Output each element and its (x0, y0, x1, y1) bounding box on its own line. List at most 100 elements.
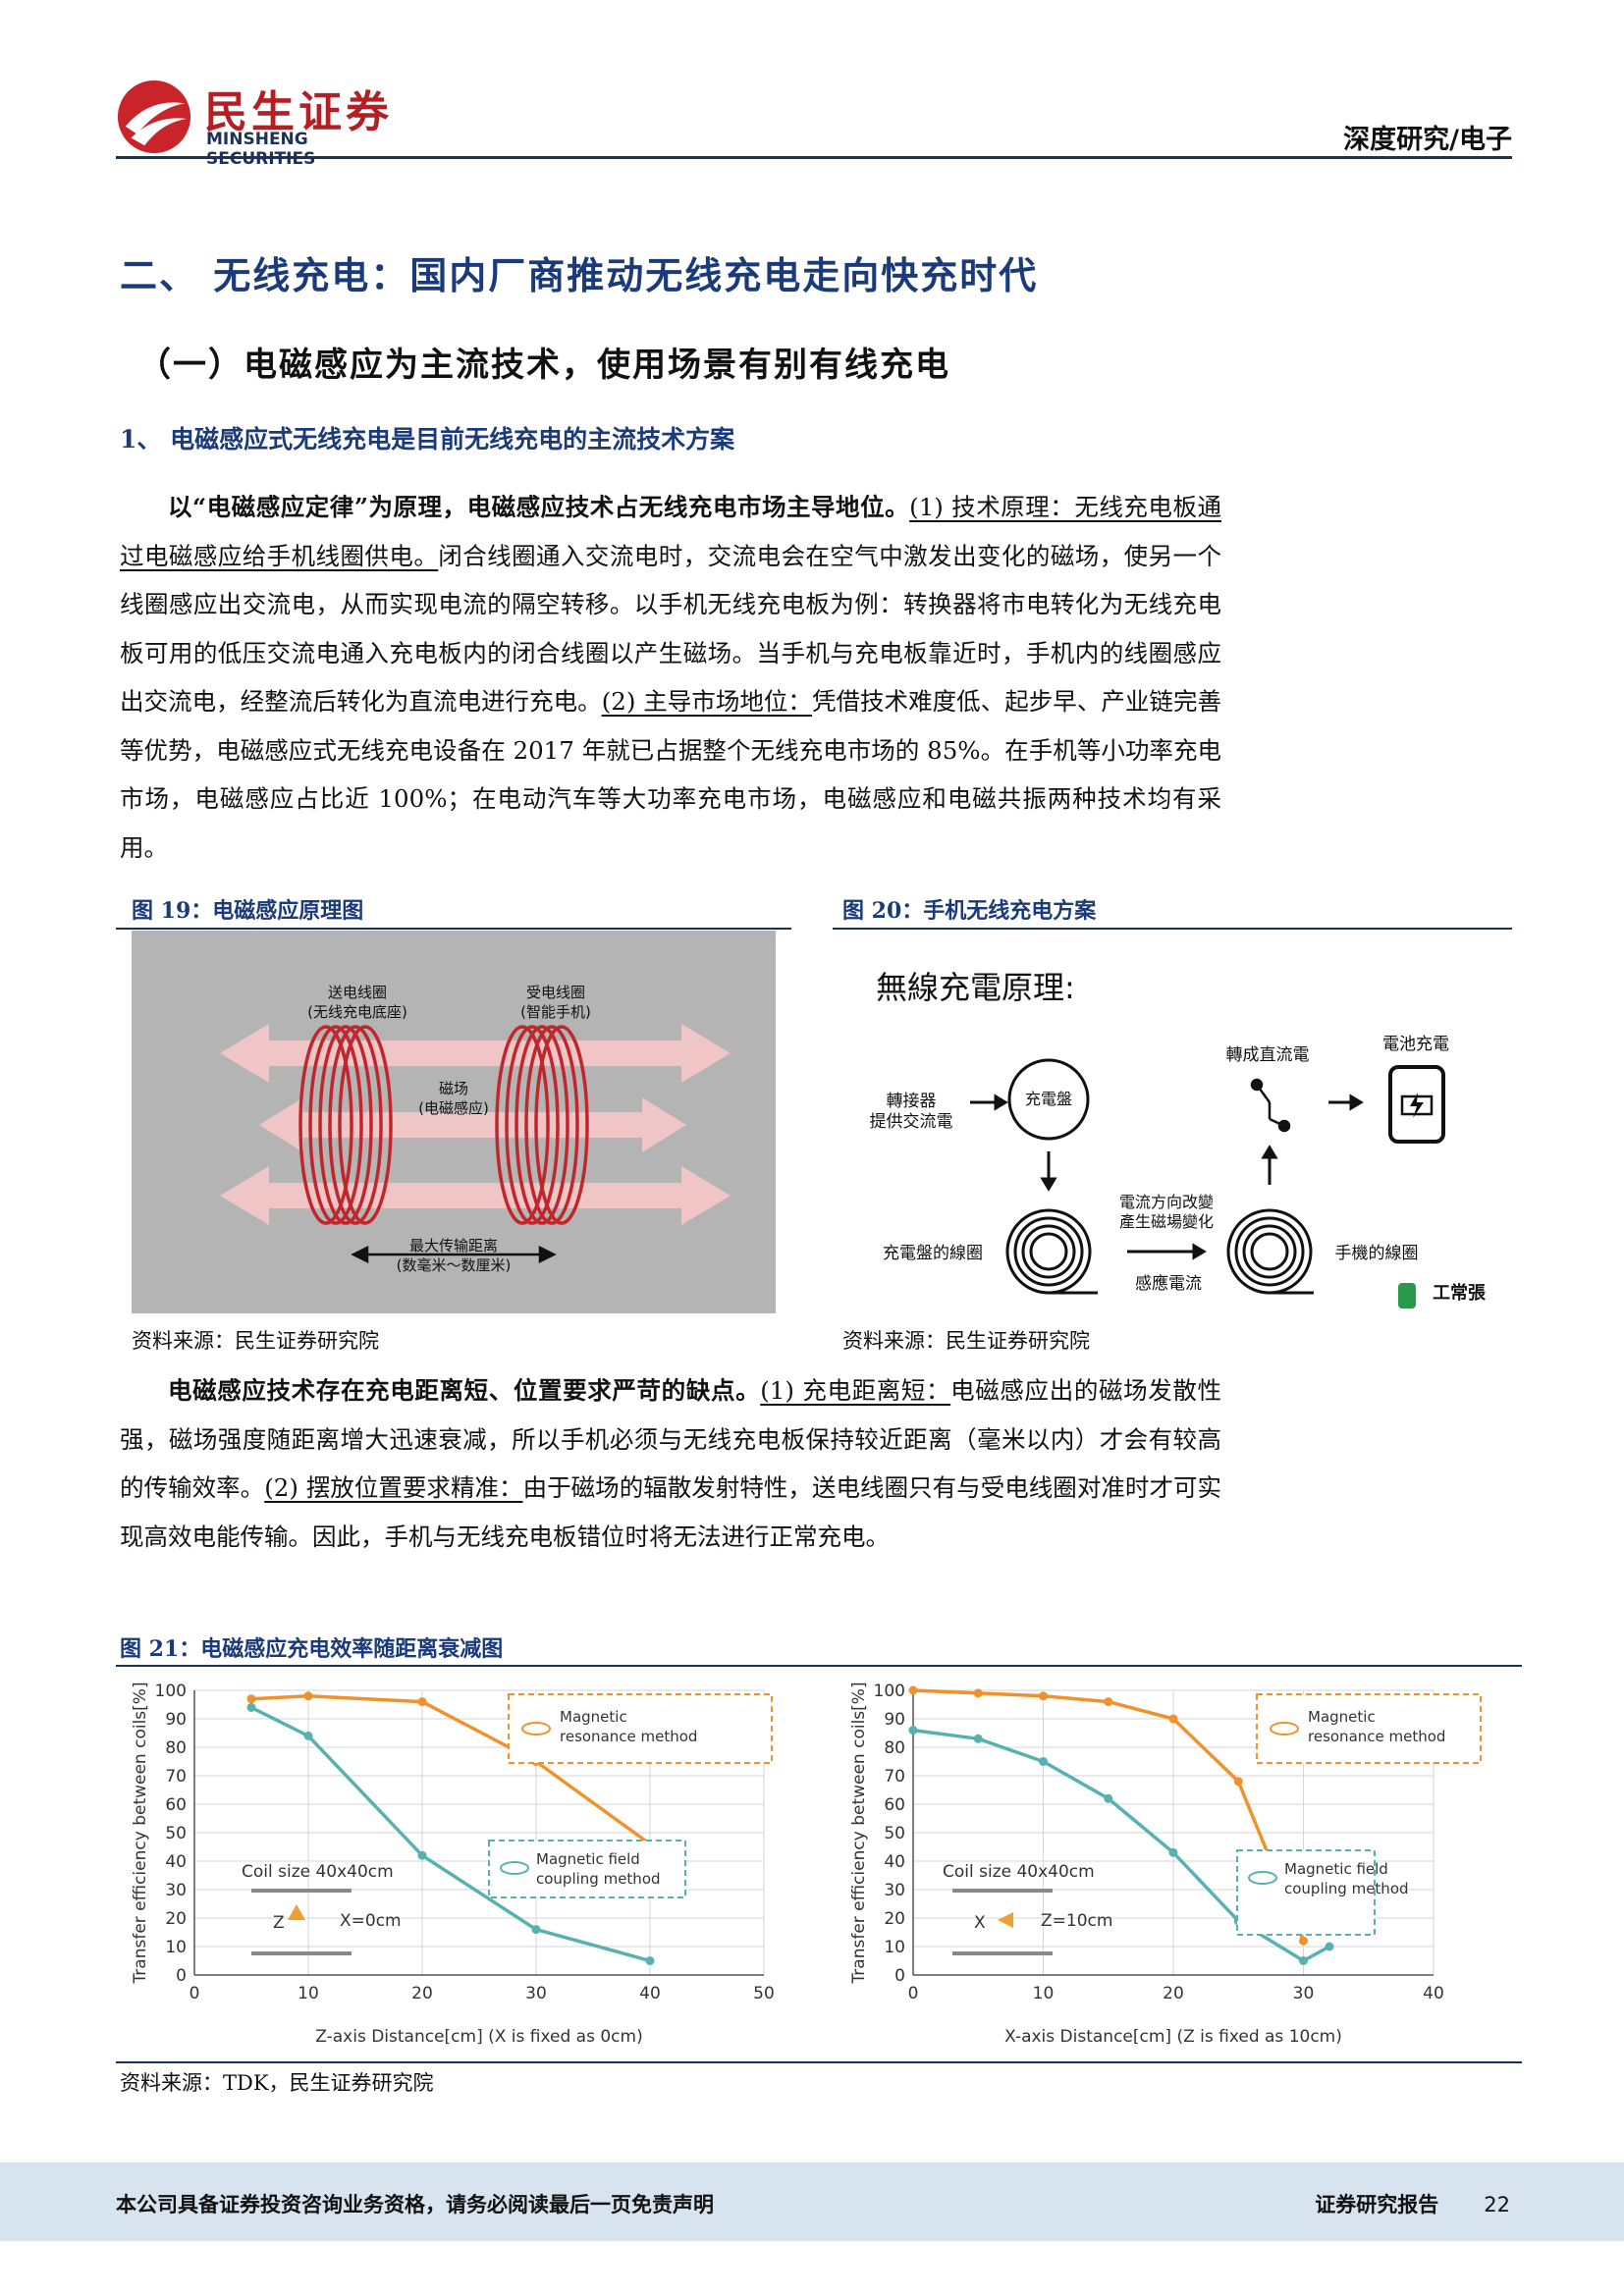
y-tick-label: 90 (165, 1710, 187, 1730)
pad-coil-label: 充電盤的線圈 (883, 1244, 983, 1263)
data-point (1104, 1793, 1113, 1803)
data-point (246, 1694, 256, 1704)
legend-resonance-text: Magnetic (1308, 1708, 1376, 1726)
legend-coupling-text: Magnetic field (1284, 1860, 1388, 1878)
legend-resonance-text-2: resonance method (560, 1728, 697, 1745)
coupling-coil-icon (1248, 1871, 1277, 1885)
y-tick-label: 30 (165, 1881, 187, 1900)
figure-20-rule (833, 928, 1512, 930)
converter-sublabel: 提供交流電 (870, 1112, 953, 1132)
y-tick-label: 40 (165, 1852, 187, 1872)
para2-underline-2: (2) 摆放位置要求精准： (264, 1473, 523, 1502)
axis-letter: X (974, 1913, 986, 1933)
para1-lead: 以“电磁感应定律”为原理，电磁感应技术占无线充电市场主导地位。 (168, 493, 910, 521)
y-tick-label: 60 (884, 1795, 905, 1815)
para2-lead: 电磁感应技术存在充电距离短、位置要求严苛的缺点。 (168, 1376, 761, 1405)
figure-21-rule-bottom (116, 2061, 1522, 2063)
legend-resonance-text: Magnetic (560, 1708, 627, 1726)
axis-arrow-icon (998, 1912, 1013, 1928)
rectifier-switch-icon (1250, 1078, 1291, 1133)
legend-coupling-text: Magnetic field (536, 1850, 640, 1868)
resonance-coil-icon (521, 1722, 551, 1735)
y-tick-label: 100 (874, 1682, 905, 1701)
x-tick-label: 0 (908, 1984, 919, 2003)
y-tick-label: 80 (884, 1738, 905, 1758)
axis-letter: Z (273, 1913, 285, 1933)
phone-battery-icon (1388, 1065, 1445, 1144)
footer-disclaimer: 本公司具备证券投资咨询业务资格，请务必阅读最后一页免责声明 (116, 2193, 714, 2216)
tx-coil-sublabel: (无线充电底座) (307, 1003, 407, 1021)
para1-underline-2: (2) 主导市场地位： (601, 687, 812, 716)
data-point (417, 1697, 427, 1707)
rx-coil-sublabel: (智能手机) (520, 1003, 591, 1021)
data-point (908, 1726, 918, 1735)
tx-coil-label: 送电线圈 (328, 984, 387, 1001)
figure-21-source: 资料来源：TDK，民生证券研究院 (120, 2071, 434, 2095)
x-tick-label: 0 (189, 1984, 200, 2003)
figure-19-induction-diagram: 送电线圈 (无线充电底座) 受电线圈 (智能手机) 磁场 (电磁感应) 最大传输… (132, 931, 776, 1313)
data-point (908, 1685, 918, 1695)
legend-box-resonance (1256, 1693, 1482, 1764)
rectify-label: 轉成直流電 (1226, 1045, 1310, 1065)
y-tick-label: 70 (884, 1767, 905, 1787)
x-tick-label: 20 (1163, 1984, 1184, 2003)
x-tick-label: 40 (1423, 1984, 1444, 2003)
figure-21-rule-top (116, 1665, 1522, 1667)
header-divider (116, 156, 1512, 159)
y-tick-label: 80 (165, 1738, 187, 1758)
y-tick-label: 0 (176, 1966, 187, 1986)
para1-text-1: 闭合线圈通入交流电时，交流电会在空气中激发出变化的磁场，使另一个线圈感应出交流电… (120, 541, 1222, 717)
y-tick-label: 20 (884, 1909, 905, 1929)
y-tick-label: 10 (884, 1938, 905, 1957)
data-point (973, 1688, 983, 1698)
y-tick-label: 20 (165, 1909, 187, 1929)
legend-resonance-text-2: resonance method (1308, 1728, 1445, 1745)
para2-text-1: 电磁感应出的磁场发散性强，磁场强度随距离增大迅速衰减，所以手机必须与无线充电板保… (120, 1376, 1221, 1502)
resonance-coil-icon (1270, 1722, 1299, 1735)
battery-label: 電池充電 (1382, 1035, 1449, 1054)
data-point (303, 1691, 313, 1701)
x-axis-label: Z-axis Distance[cm] (X is fixed as 0cm) (315, 2027, 642, 2047)
data-point (1104, 1697, 1113, 1707)
distance-label: 最大传输距离 (409, 1237, 498, 1255)
coil-size-note: Coil size 40x40cm (242, 1862, 394, 1882)
phone-coil-icon (1226, 1208, 1314, 1295)
para2-underline-1: (1) 充电距离短： (760, 1376, 951, 1405)
converter-label: 轉接器 (887, 1092, 937, 1111)
phone-coil-label: 手機的線圈 (1335, 1244, 1419, 1263)
section-heading: 二、 无线充电：国内厂商推动无线充电走向快充时代 (120, 253, 1039, 297)
coil-size-note: Coil size 40x40cm (943, 1862, 1095, 1882)
distance-arrow-icon (351, 1245, 557, 1264)
y-tick-label: 60 (165, 1795, 187, 1815)
current-change-sublabel: 產生磁場變化 (1119, 1212, 1214, 1231)
company-logo: 民生证券 MINSHENG SECURITIES (116, 73, 410, 169)
coupling-coil-icon (500, 1861, 529, 1875)
para1-text-2: 凭借技术难度低、起步早、产业链完善等优势，电磁感应式无线充电设备在 2017 年… (120, 687, 1221, 862)
data-point (1299, 1936, 1308, 1946)
y-tick-label: 90 (884, 1710, 905, 1730)
data-point (973, 1734, 983, 1743)
footer-page-number: 22 (1484, 2193, 1510, 2216)
axis-arrow-icon (288, 1904, 305, 1920)
data-point (1039, 1691, 1048, 1701)
x-tick-label: 10 (1033, 1984, 1055, 2003)
figure-19-caption: 图 19：电磁感应原理图 (132, 898, 364, 924)
legend-box-coupling (1236, 1849, 1376, 1936)
y-tick-label: 10 (165, 1938, 187, 1957)
minsheng-logo-icon (117, 80, 191, 154)
data-point (531, 1925, 541, 1935)
data-point (1039, 1757, 1048, 1766)
receive-coil-icon (495, 1025, 589, 1225)
scheme-title: 無線充電原理: (876, 969, 1075, 1006)
figure-20-source: 资料来源：民生证券研究院 (842, 1329, 1090, 1353)
paragraph-drawbacks: 电磁感应技术存在充电距离短、位置要求严苛的缺点。(1) 充电距离短：电磁感应出的… (120, 1366, 1221, 1561)
charging-scheme-svg: 無線充電原理: 轉接器 提供交流電 充電盤 轉成直流電 電池充電 電流方向改變 … (870, 969, 1487, 1308)
y-tick-label: 50 (165, 1824, 187, 1843)
field-sublabel: (电磁感应) (418, 1099, 489, 1117)
data-point (645, 1956, 655, 1965)
y-tick-label: 70 (165, 1767, 187, 1787)
axis-note: Z=10cm (1041, 1911, 1112, 1931)
